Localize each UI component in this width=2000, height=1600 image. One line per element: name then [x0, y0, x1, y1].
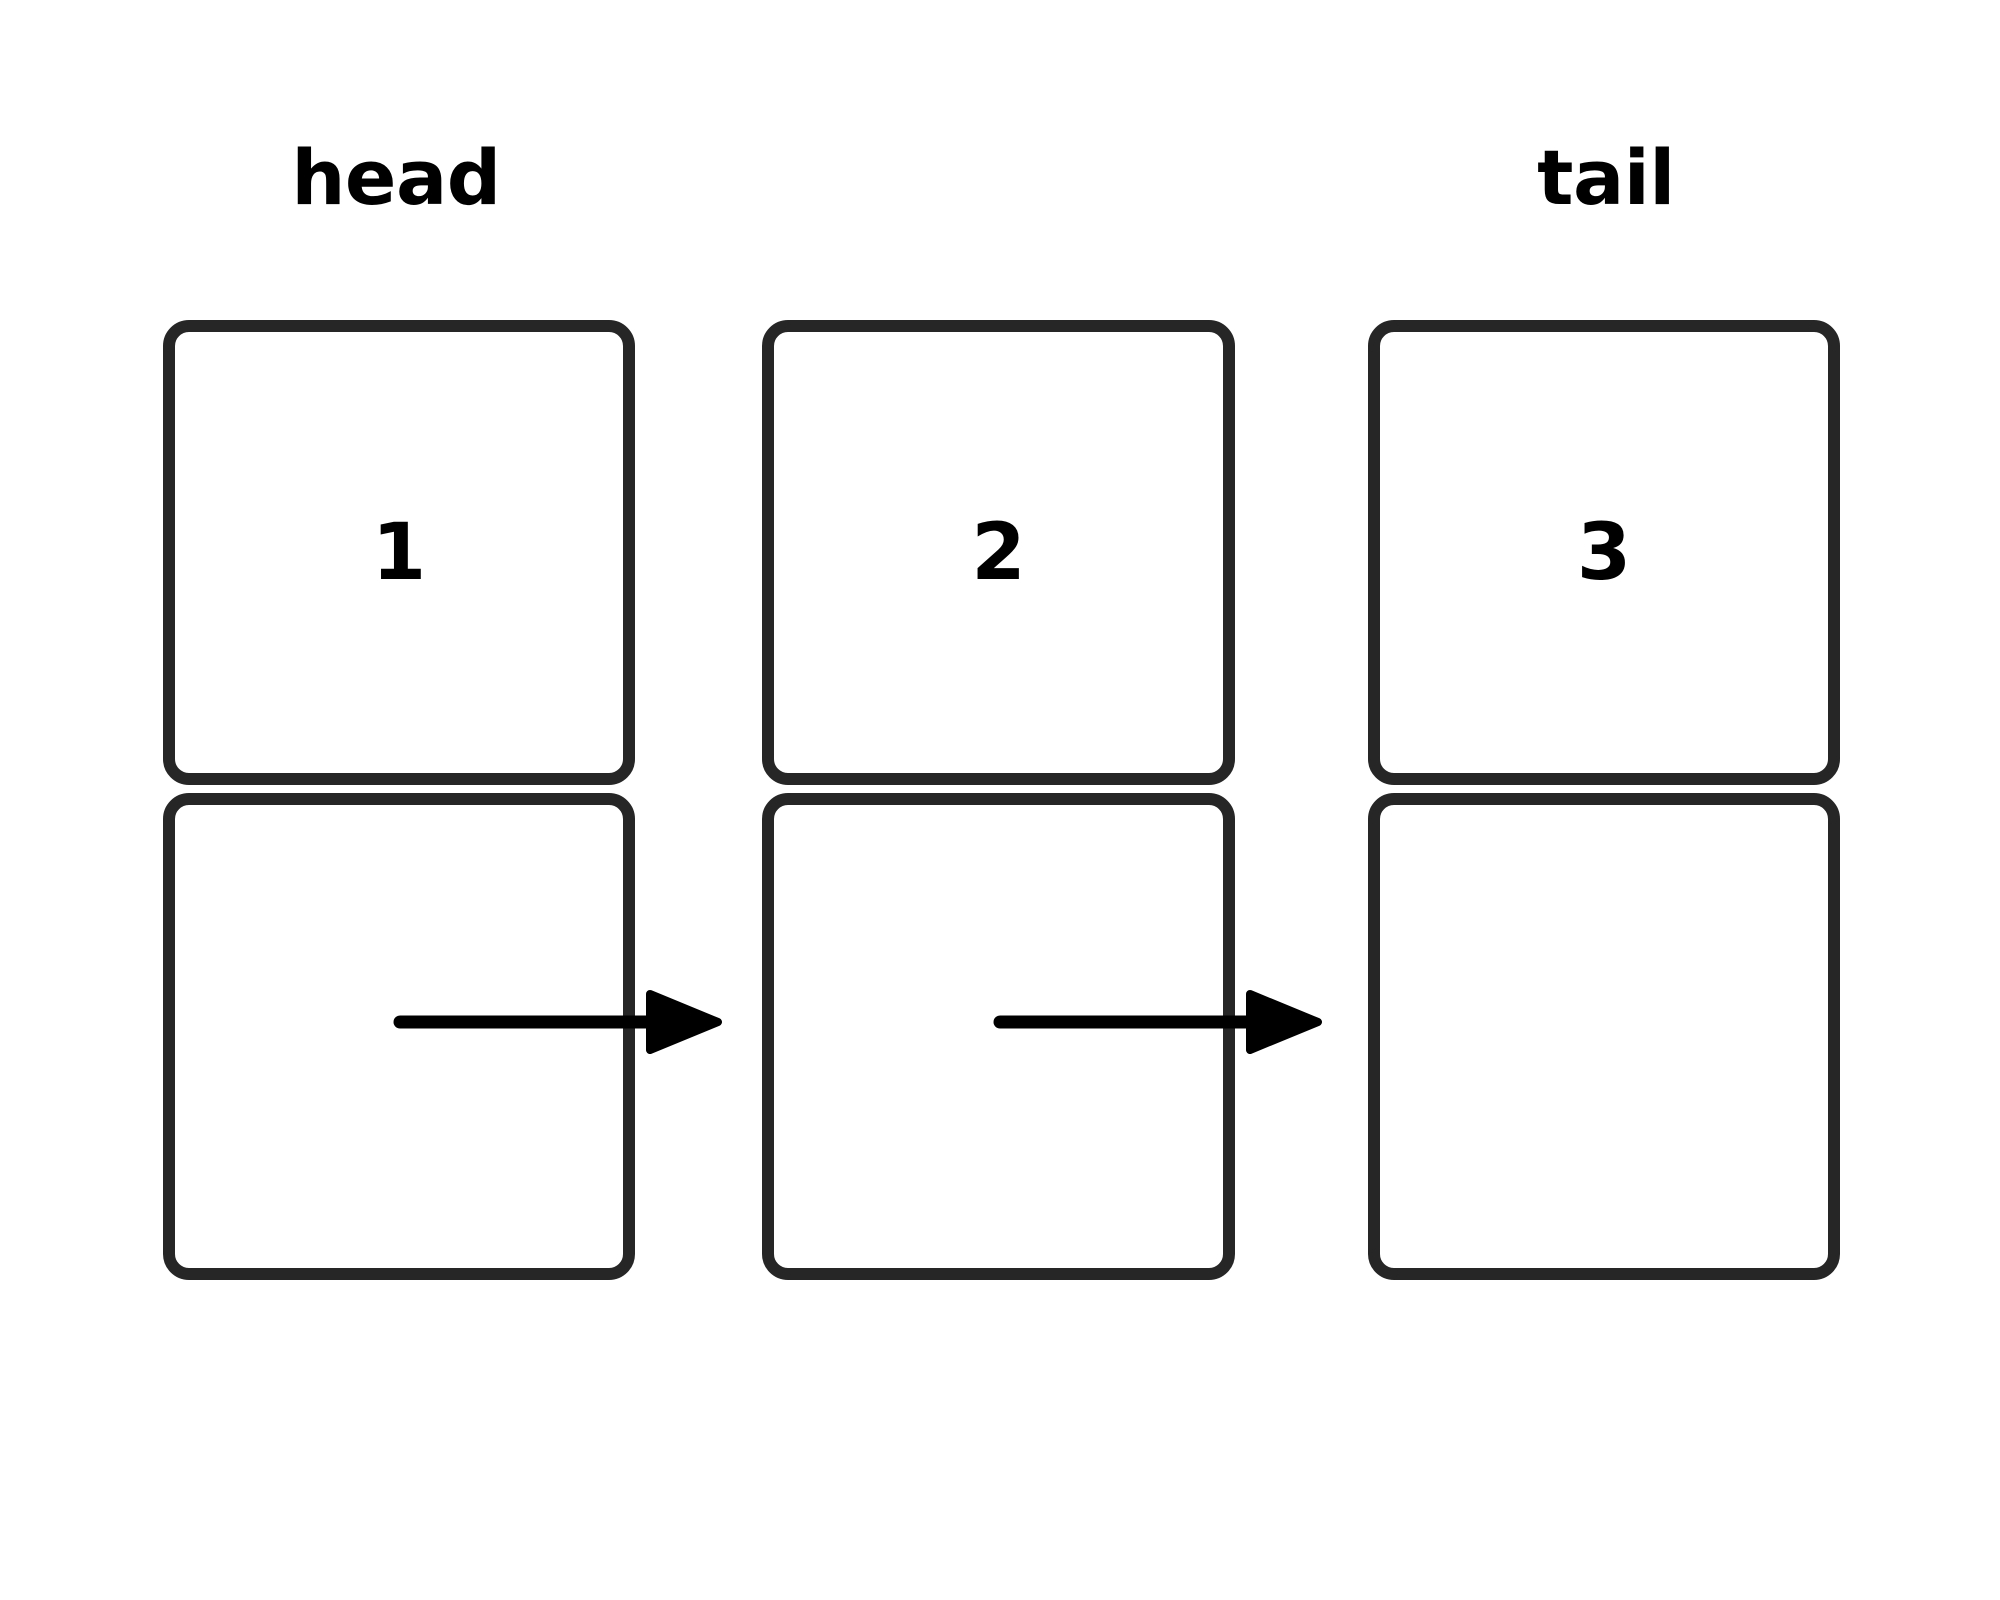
node-value-cell: 2 — [762, 320, 1235, 785]
node-pointer-cell — [163, 793, 635, 1280]
head-label: head — [291, 133, 501, 222]
node-value-text: 3 — [1576, 507, 1632, 598]
next-pointer-arrow — [993, 990, 1322, 1054]
next-pointer-arrow — [393, 990, 722, 1054]
arrow-head-icon — [1246, 990, 1322, 1054]
arrow-head-icon — [646, 990, 722, 1054]
node-value-cell: 3 — [1368, 320, 1840, 785]
node-pointer-cell — [1368, 793, 1840, 1280]
node-pointer-cell — [762, 793, 1235, 1280]
node-value-text: 1 — [371, 507, 427, 598]
tail-label: tail — [1537, 133, 1675, 222]
node-value-text: 2 — [971, 507, 1026, 598]
node-value-cell: 1 — [163, 320, 635, 785]
